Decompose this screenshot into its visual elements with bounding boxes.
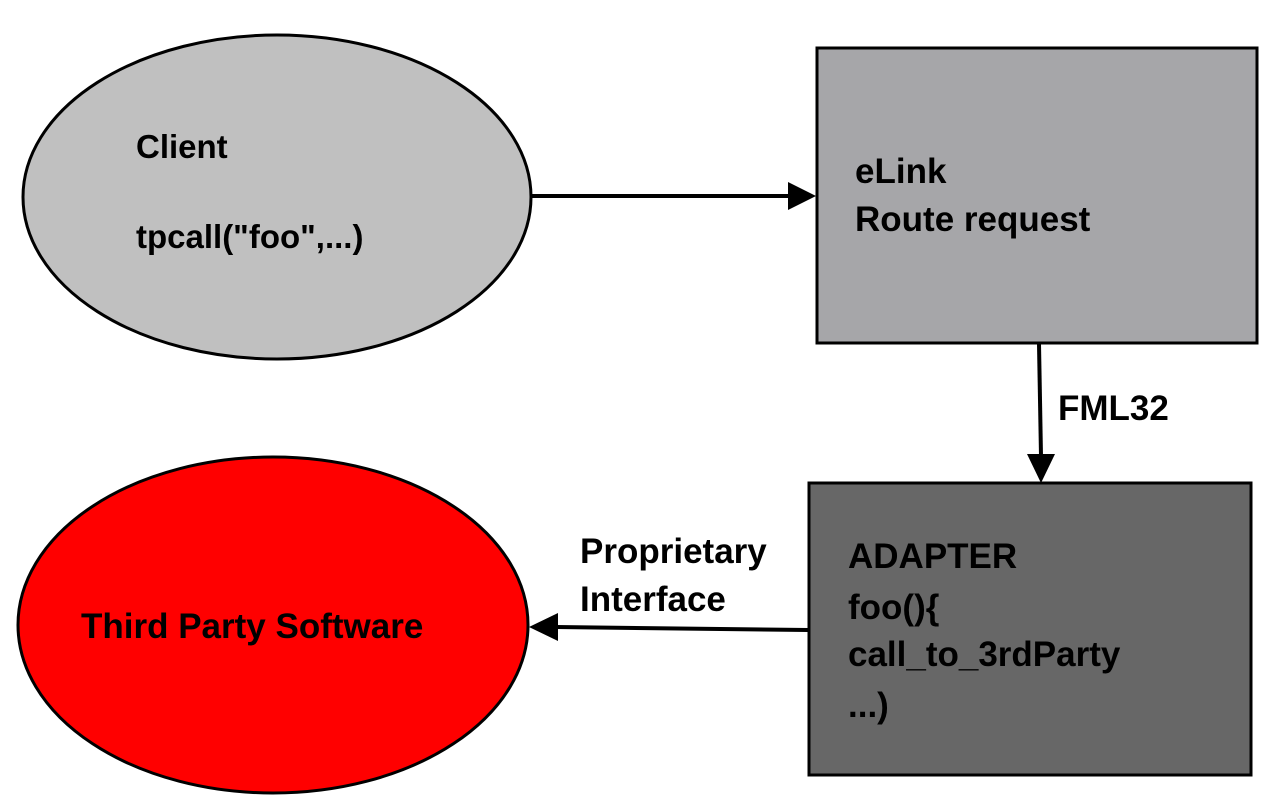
adapter-ellipsis: ...) (848, 686, 889, 725)
proprietary-interface-label-line2: Interface (580, 580, 726, 619)
elink-title: eLink (855, 152, 947, 191)
client-node (21, 33, 533, 361)
adapter-node (807, 481, 1253, 777)
third-party-label: Third Party Software (81, 607, 424, 646)
elink-subtitle: Route request (855, 200, 1091, 239)
client-to-elink-arrow (531, 182, 816, 210)
elink-to-adapter-arrow (1027, 343, 1055, 483)
adapter-to-third-party-arrow (529, 613, 809, 641)
client-call: tpcall("foo",...) (136, 218, 364, 255)
adapter-title: ADAPTER (848, 537, 1018, 576)
proprietary-interface-label-line1: Proprietary (580, 532, 767, 571)
client-label: Client (136, 128, 228, 165)
adapter-call: call_to_3rdParty (848, 635, 1121, 674)
third-party-node (16, 455, 530, 795)
fml32-label: FML32 (1058, 389, 1169, 428)
elink-node (815, 46, 1259, 345)
adapter-function: foo(){ (848, 588, 940, 627)
